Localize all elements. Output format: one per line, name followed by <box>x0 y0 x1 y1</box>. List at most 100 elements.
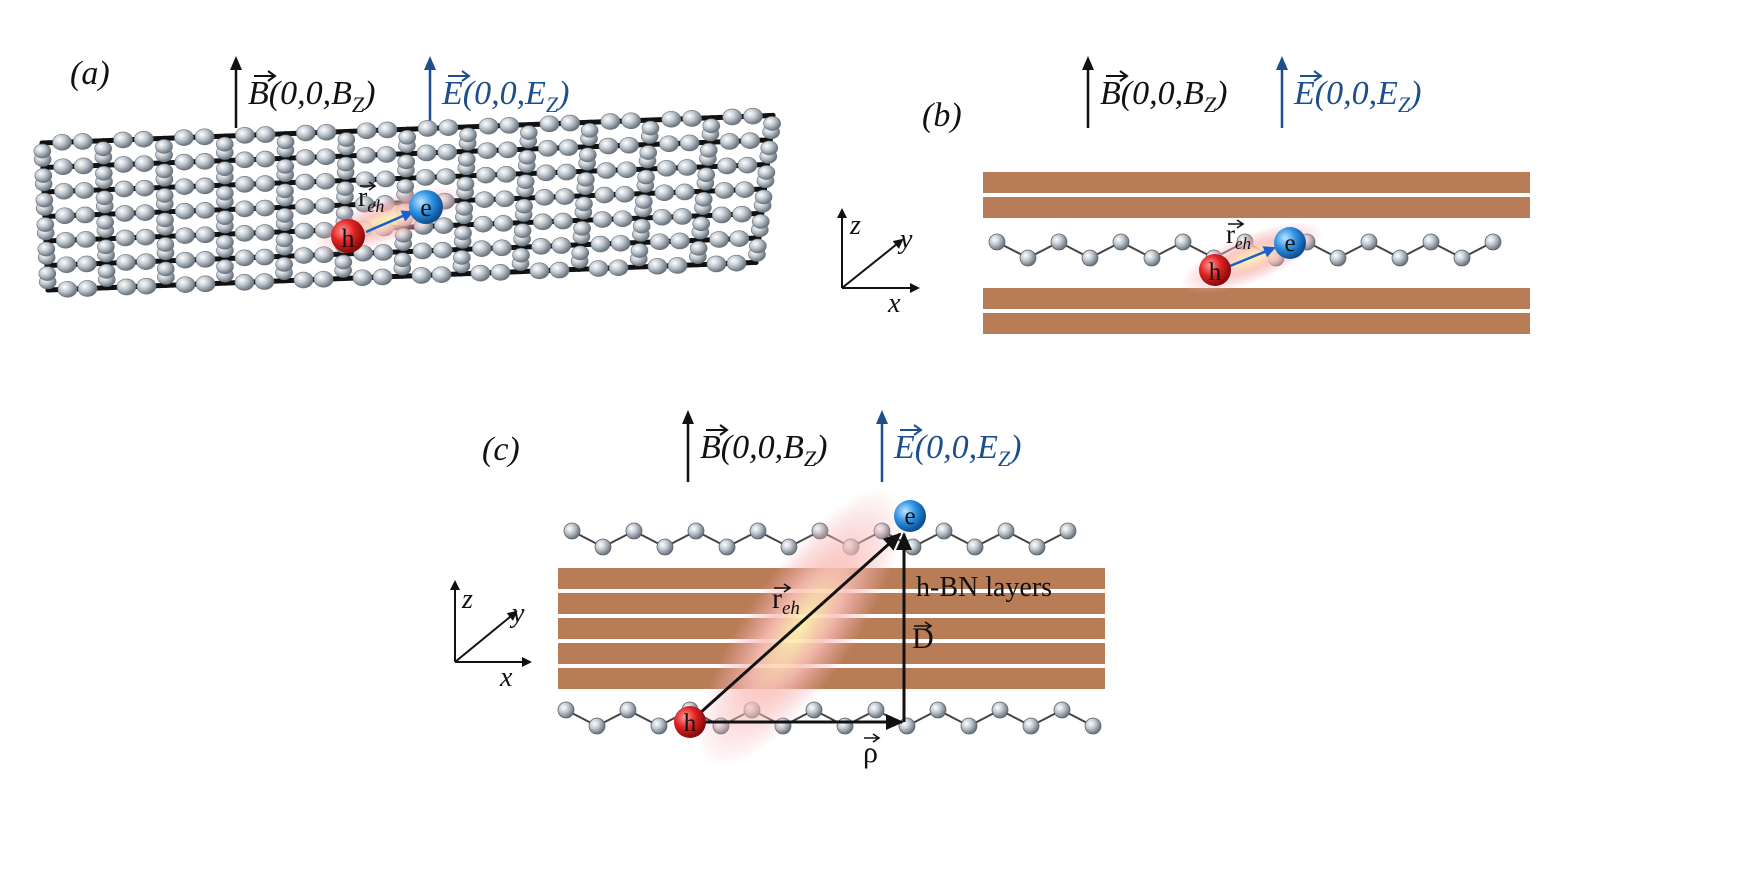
carbon-atom <box>255 175 276 192</box>
svg-text:reh: reh <box>358 182 384 216</box>
carbon-atom <box>537 140 558 157</box>
lattice-bond <box>100 135 167 144</box>
carbon-atom <box>276 134 295 150</box>
carbon-atom <box>898 717 916 735</box>
carbon-atom <box>647 257 668 275</box>
electron-b <box>1274 227 1306 259</box>
axes-c: z y x <box>450 580 532 693</box>
carbon-atom <box>234 274 255 291</box>
carbon-atom <box>315 197 335 215</box>
carbon-atom <box>194 128 215 146</box>
carbon-atom <box>336 181 355 196</box>
carbon-atom <box>575 196 593 212</box>
e-component: E <box>976 429 998 466</box>
lattice-bond <box>162 207 228 215</box>
b-field-arrowhead-b <box>1082 56 1094 70</box>
rho-symbol: ρ <box>863 736 878 769</box>
carbon-atom <box>53 158 73 176</box>
carbon-atom <box>254 273 275 290</box>
carbon-atom <box>1050 233 1068 251</box>
carbon-atom <box>195 275 216 293</box>
carbon-atom <box>294 247 314 264</box>
carbon-atom <box>352 269 373 287</box>
lattice-bond <box>644 164 710 172</box>
carbon-atom <box>313 270 334 288</box>
carbon-atom <box>156 237 175 252</box>
carbon-atom <box>935 522 953 540</box>
carbon-atom <box>1422 233 1440 251</box>
e-open: (0,0, <box>915 429 977 466</box>
carbon-atom <box>275 257 293 272</box>
carbon-atom <box>492 239 512 257</box>
svg-text:E(0,0,EZ): E(0,0,EZ) <box>1293 75 1421 117</box>
carbon-atom <box>1174 233 1192 251</box>
carbon-atom <box>398 129 417 145</box>
carbon-atom <box>1112 233 1130 251</box>
carbon-atom <box>477 142 497 159</box>
electron-c <box>894 500 926 532</box>
chain-bonds <box>565 708 1094 728</box>
lattice-bond <box>576 264 641 272</box>
lattice-bond <box>163 280 228 288</box>
svg-text:B(0,0,BZ): B(0,0,BZ) <box>248 75 375 117</box>
graphene-lattice <box>33 107 781 298</box>
carbon-atom <box>625 522 643 540</box>
r-symbol: r <box>772 582 782 615</box>
b-close: ) <box>362 75 375 112</box>
lattice-bond <box>281 251 347 259</box>
carbon-atom <box>702 118 721 134</box>
lattice-bond <box>465 122 532 130</box>
carbon-atom <box>757 165 776 180</box>
carbon-atom <box>255 150 276 168</box>
carbon-atom <box>615 185 635 203</box>
carbon-atom <box>96 214 114 230</box>
carbon-atom <box>74 182 95 199</box>
lattice-bond <box>642 188 708 196</box>
carbon-atom <box>175 227 195 244</box>
carbon-atom <box>836 717 854 735</box>
carbon-atom <box>533 213 553 231</box>
lattice-bond <box>584 166 650 174</box>
lattice-bond <box>646 139 713 147</box>
panel-a: (a) B(0,0,BZ) E(0,0,EZ) h e reh <box>33 55 781 298</box>
carbon-atom <box>588 717 606 735</box>
carbon-atom <box>1391 249 1409 267</box>
carbon-atom <box>355 171 376 189</box>
carbon-atom <box>457 152 476 167</box>
carbon-atom <box>498 141 518 159</box>
carbon-atom <box>474 191 495 208</box>
carbon-atom <box>649 233 670 251</box>
carbon-atom <box>234 200 255 218</box>
carbon-atom <box>556 163 577 181</box>
carbon-atom <box>714 182 735 199</box>
lattice-bond <box>635 262 700 270</box>
r-sub: eh <box>782 598 800 619</box>
carbon-atom <box>592 211 613 228</box>
carbon-atom <box>536 164 556 182</box>
carbon-atom <box>470 264 491 282</box>
carbon-atom <box>94 141 112 157</box>
carbon-atom <box>276 183 294 199</box>
axis-x-label-c: x <box>499 662 513 693</box>
svg-text:reh: reh <box>772 582 800 619</box>
hole-label-b: h <box>1209 259 1222 286</box>
r-eh-arrow-a <box>365 210 414 234</box>
carbon-atom <box>195 153 215 170</box>
panel-a-label: (a) <box>70 55 110 92</box>
electron-a <box>409 190 443 224</box>
carbon-atom <box>749 522 767 540</box>
carbon-atom <box>867 701 885 719</box>
carbon-atom <box>76 255 97 273</box>
carbon-atom <box>234 151 255 169</box>
e-sub: Z <box>998 446 1011 471</box>
carbon-atom <box>155 188 174 203</box>
carbon-atom <box>966 538 984 556</box>
carbon-atom <box>255 224 275 241</box>
carbon-atom <box>555 188 575 205</box>
lattice-bond <box>709 112 776 121</box>
carbon-atom <box>195 251 216 268</box>
panel-c: (c) B(0,0,BZ) E(0,0,EZ) z y x <box>450 410 1105 769</box>
carbon-atom <box>706 255 727 273</box>
lattice-bond <box>102 209 168 217</box>
carbon-atom <box>293 271 314 289</box>
